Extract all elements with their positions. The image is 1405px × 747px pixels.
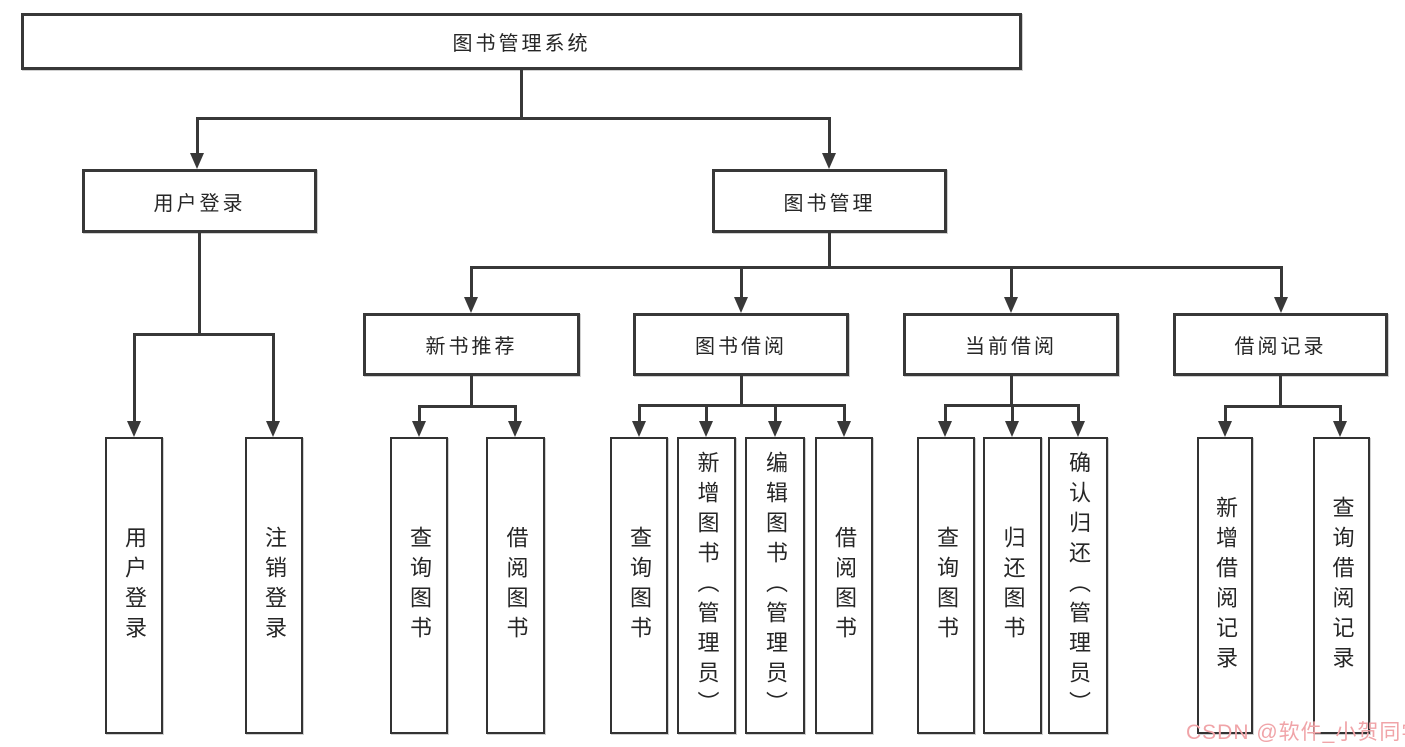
node-new-book-recommend: 新书推荐 [363,313,580,376]
leaf-current-return-book: 归还图书 [983,437,1042,734]
node-user-login: 用户登录 [82,169,317,233]
leaf-records-add-record: 新增借阅记录 [1197,437,1253,734]
node-label: 图书管理系统 [452,33,591,55]
connector-line [418,405,517,408]
connector-line [196,117,831,120]
connector-line [133,333,136,423]
node-label: 图书管理 [783,192,876,215]
connector-line [1010,266,1013,298]
connector-line [470,376,473,408]
leaf-current-confirm-return-admin: 确认归还（管理员） [1048,437,1108,734]
connector-line [944,404,947,423]
leaf-label: 查询借阅记录 [1329,495,1355,676]
connector-line [740,266,743,298]
connector-line [1339,405,1342,423]
leaf-label: 查询图书 [407,525,432,646]
leaf-label: 编辑图书（管理员） [763,450,788,721]
leaf-borrow-query-book: 查询图书 [610,437,668,734]
connector-line [828,233,831,269]
connector-line [1279,376,1282,408]
arrowhead-down [699,421,713,437]
node-label: 当前借阅 [965,336,1057,358]
connector-line [1010,376,1013,407]
node-current-borrow: 当前借阅 [903,313,1119,376]
arrowhead-down [1218,421,1232,437]
arrowhead-down [837,421,851,437]
node-label: 新书推荐 [425,336,518,358]
connector-line [133,333,275,336]
leaf-label: 新增图书（管理员） [694,450,720,721]
arrowhead-down [508,421,522,437]
node-book-borrow: 图书借阅 [633,313,849,376]
connector-line [470,266,1283,269]
leaf-user-login: 用户登录 [105,437,163,734]
leaf-recommend-query-book: 查询图书 [390,437,448,734]
leaf-label: 查询图书 [627,525,652,646]
connector-line [272,333,275,423]
arrowhead-down [1005,421,1019,437]
arrowhead-down [632,421,646,437]
connector-line [418,405,421,423]
leaf-borrow-borrow-book: 借阅图书 [815,437,873,734]
connector-line [1280,266,1283,298]
leaf-records-query-record: 查询借阅记录 [1313,437,1370,734]
leaf-label: 归还图书 [1000,525,1026,646]
leaf-label: 新增借阅记录 [1213,495,1238,676]
connector-line [1224,405,1342,408]
connector-line [520,70,523,118]
connector-line [828,117,831,155]
connector-line [638,404,641,423]
leaf-label: 用户登录 [122,525,147,646]
leaf-borrow-add-book-admin: 新增图书（管理员） [677,437,736,734]
node-label: 借阅记录 [1234,336,1327,358]
arrowhead-down [822,153,836,169]
arrowhead-down [1071,421,1085,437]
leaf-logout: 注销登录 [245,437,303,734]
leaf-borrow-edit-book-admin: 编辑图书（管理员） [745,437,805,734]
arrowhead-down [266,421,280,437]
arrowhead-down [1333,421,1347,437]
leaf-label: 注销登录 [262,525,287,646]
leaf-recommend-borrow-book: 借阅图书 [486,437,545,734]
connector-line [1077,404,1080,423]
connector-line [774,404,777,423]
connector-line [1224,405,1227,423]
arrowhead-down [938,421,952,437]
connector-line [843,404,846,423]
node-label: 图书借阅 [695,336,787,358]
arrowhead-down [734,297,748,313]
arrowhead-down [190,153,204,169]
node-library-system: 图书管理系统 [21,13,1022,70]
connector-line [198,233,201,335]
connector-line [470,266,473,298]
arrowhead-down [768,421,782,437]
leaf-label: 确认归还（管理员） [1066,450,1091,721]
connector-line [514,405,517,423]
connector-line [1011,404,1014,423]
arrowhead-down [464,297,478,313]
leaf-label: 借阅图书 [503,525,529,646]
connector-line [740,376,743,407]
arrowhead-down [412,421,426,437]
arrowhead-down [1274,297,1288,313]
leaf-label: 查询图书 [934,525,959,646]
node-label: 用户登录 [153,192,246,215]
arrowhead-down [1004,297,1018,313]
arrowhead-down [127,421,141,437]
leaf-current-query-book: 查询图书 [917,437,975,734]
connector-line [705,404,708,423]
leaf-label: 借阅图书 [832,525,857,646]
connector-line [638,404,846,407]
node-book-management: 图书管理 [712,169,947,233]
node-borrow-records: 借阅记录 [1173,313,1388,376]
csdn-watermark: CSDN @软件_小贺同学 [1186,721,1405,744]
connector-line [196,117,199,155]
